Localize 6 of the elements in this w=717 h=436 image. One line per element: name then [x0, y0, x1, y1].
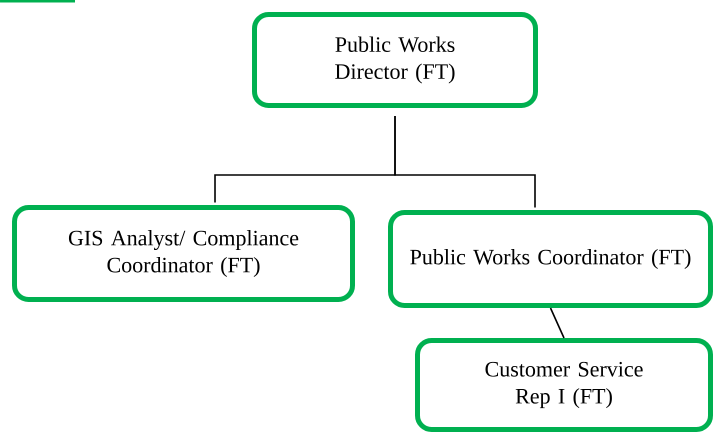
connector-line: [550, 308, 565, 338]
org-box: Public Works Coordinator (FT): [388, 210, 713, 308]
org-box: Public Works Director (FT): [252, 12, 538, 108]
org-box: Customer Service Rep I (FT): [415, 338, 713, 432]
connector-line: [394, 116, 536, 208]
org-box: GIS Analyst/ Compliance Coordinator (FT): [12, 205, 355, 302]
